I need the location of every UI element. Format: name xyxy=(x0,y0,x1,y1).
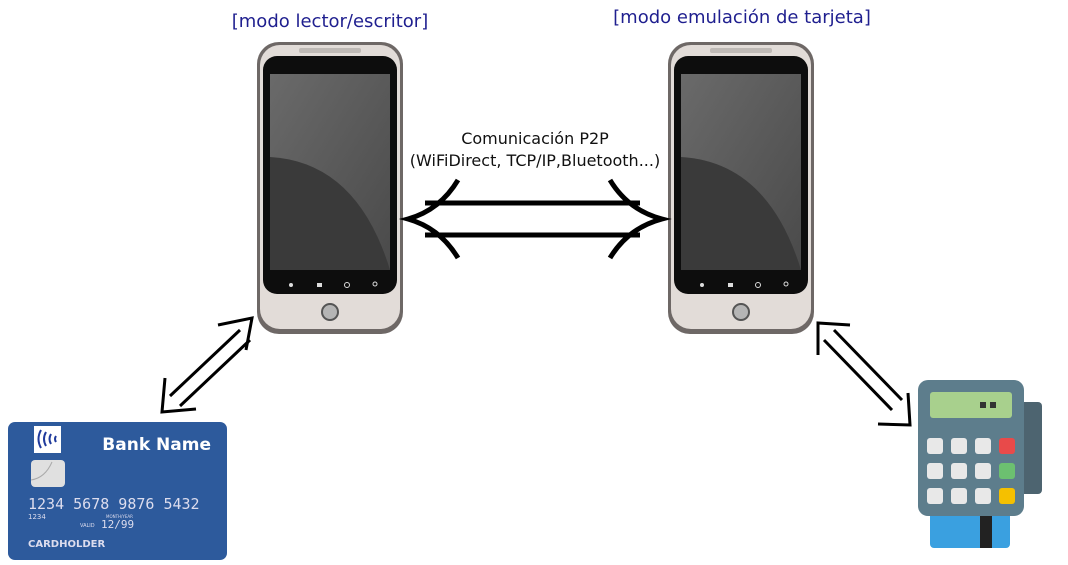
reader-mode-label: [modo lector/escritor] xyxy=(232,11,428,32)
valid-label: VALID xyxy=(80,523,95,529)
card-reader-arrow xyxy=(160,316,254,414)
cardholder: CARDHOLDER xyxy=(28,539,105,550)
card-emulation-mode-label: [modo emulación de tarjeta] xyxy=(613,7,871,28)
card-small-number: 1234 xyxy=(28,513,46,521)
emulation-phone xyxy=(667,41,815,335)
card-number: 1234 5678 9876 5432 xyxy=(28,495,200,513)
pos-emulation-arrow xyxy=(816,321,912,427)
pos-keypad xyxy=(927,438,991,504)
card-expiry: 12/99 xyxy=(101,518,134,531)
p2p-subtitle: (WiFiDirect, TCP/IP,Bluetooth...) xyxy=(410,151,660,170)
pos-terminal xyxy=(918,380,1042,548)
bank-name: Bank Name xyxy=(102,435,211,455)
contactless-icon xyxy=(34,426,61,453)
reader-phone xyxy=(256,41,404,335)
bank-card: Bank Name 1234 5678 9876 5432 1234 MONTH… xyxy=(8,422,227,560)
p2p-double-arrow xyxy=(398,178,672,260)
month-year-label: MONTH/YEAR xyxy=(106,514,133,519)
pos-screen xyxy=(930,392,1012,418)
p2p-title: Comunicación P2P xyxy=(461,129,609,148)
chip-icon xyxy=(30,460,65,487)
